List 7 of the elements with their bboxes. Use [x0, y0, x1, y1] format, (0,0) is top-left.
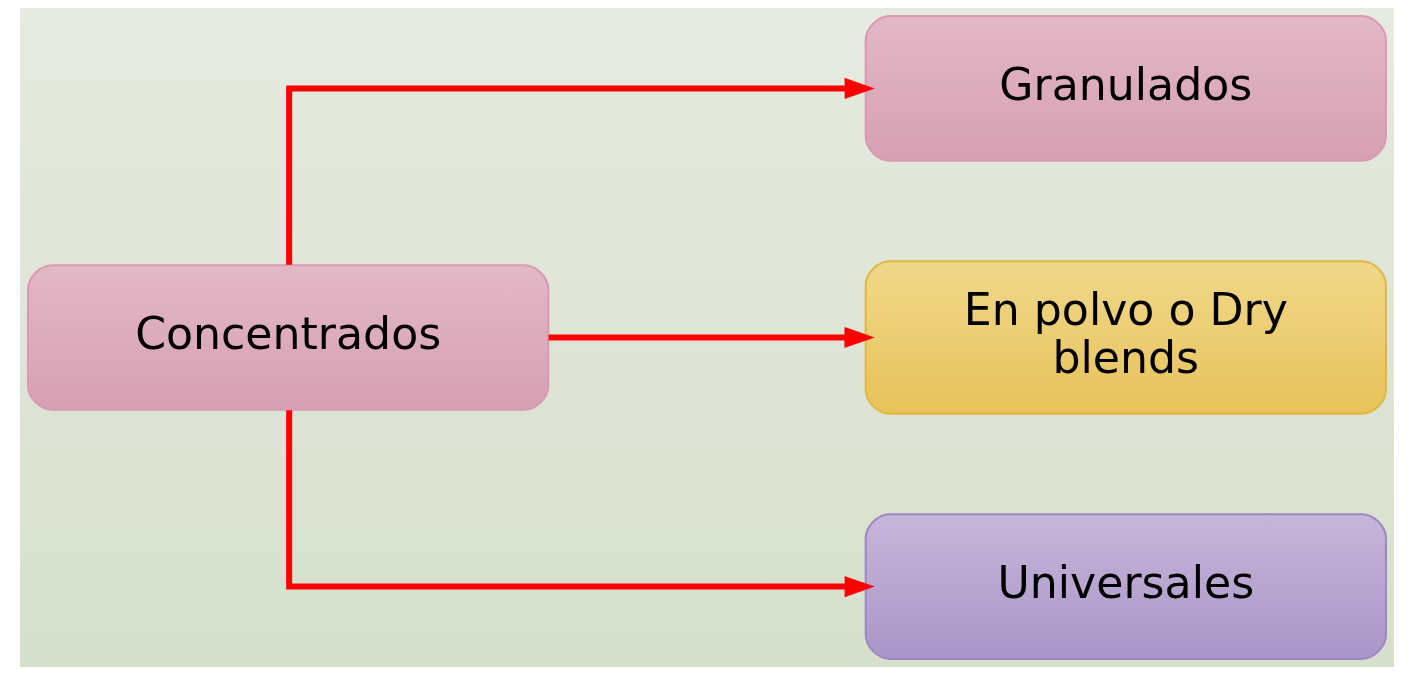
node-box: Granulados: [864, 15, 1387, 162]
arrow: [286, 410, 875, 598]
arrow: [548, 326, 875, 349]
node-box: En polvo o Dry blends: [864, 260, 1387, 415]
node-box: Universales: [864, 513, 1387, 660]
arrow: [286, 77, 875, 265]
node-box: Concentrados: [27, 264, 550, 411]
